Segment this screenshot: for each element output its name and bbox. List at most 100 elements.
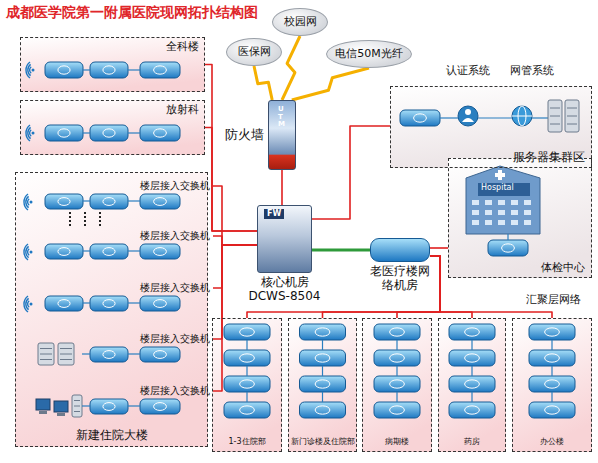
- lan-wire: [246, 340, 247, 350]
- switch-icon: [300, 402, 346, 418]
- node-label: 1-3住院部: [213, 437, 281, 447]
- zone-fill: [448, 158, 592, 278]
- switch-icon: [45, 125, 83, 141]
- text-label: 汇聚层网络: [526, 293, 581, 306]
- node-label: 体检中心: [541, 261, 585, 274]
- building-window: [498, 220, 505, 225]
- zone-fill: [20, 37, 205, 92]
- switch-icon: [90, 296, 128, 311]
- server-icon: [548, 100, 562, 132]
- building-window: [472, 210, 479, 215]
- server-slot: [567, 108, 577, 109]
- switch-mark: [103, 403, 115, 411]
- switch-icon: [374, 324, 420, 340]
- server-slot: [60, 359, 72, 360]
- wan-link: [254, 66, 272, 100]
- network-cloud: 电信50M光纤: [326, 40, 412, 68]
- wifi-symbol: [28, 301, 30, 307]
- node-label: 全科楼: [166, 40, 199, 53]
- switch-mark: [154, 129, 167, 137]
- lan-wire: [440, 117, 458, 118]
- switch-icon: [224, 402, 270, 418]
- node-label: 新建住院大楼: [16, 428, 207, 442]
- server-slot: [74, 406, 80, 407]
- lan-wire: [551, 366, 552, 376]
- wifi-symbol: [32, 69, 35, 72]
- lan-wire: [478, 117, 512, 118]
- lan-wire: [82, 353, 90, 354]
- lan-wire: [396, 340, 397, 350]
- switch-icon: [140, 125, 180, 141]
- server-icon: [565, 100, 579, 132]
- network-link: [430, 247, 448, 249]
- switch-mark: [240, 328, 255, 336]
- switch-icon: [90, 194, 128, 209]
- zone-box: 放射科: [20, 100, 205, 155]
- dotted-marker: [84, 212, 86, 226]
- text-label: Hospital: [481, 183, 514, 193]
- node-label: 服务器集群区: [513, 150, 585, 164]
- switch-icon: [140, 399, 180, 414]
- wifi-symbol: [30, 130, 32, 136]
- switch-icon: [449, 350, 495, 366]
- node-label: 电信50M光纤: [335, 47, 403, 60]
- network-link: [205, 65, 257, 232]
- switch-mark: [154, 248, 167, 256]
- building-window: [485, 220, 492, 225]
- server-slot: [550, 116, 560, 117]
- zone-fill: [288, 318, 357, 452]
- wifi-symbol: [26, 196, 29, 207]
- lan-wire: [551, 340, 552, 350]
- switch-icon: [90, 399, 128, 414]
- switch-icon: [140, 296, 180, 311]
- switch-mark: [154, 351, 167, 359]
- zone-fill: [15, 172, 208, 447]
- switch-mark: [545, 406, 560, 414]
- lan-wire: [396, 366, 397, 376]
- building-window: [524, 210, 531, 215]
- switch-mark: [240, 406, 255, 414]
- switch-icon: [529, 324, 575, 340]
- switch-label-box: 楼层接入交换机: [137, 229, 213, 243]
- building-window: [524, 220, 531, 225]
- lan-wire: [532, 117, 548, 118]
- server-icon: [38, 343, 54, 365]
- switch-icon: [529, 376, 575, 392]
- switch-icon: [374, 350, 420, 366]
- zone-box: 新门诊楼及住院部: [288, 318, 357, 452]
- switch-mark: [315, 406, 330, 414]
- network-link: [312, 126, 390, 219]
- lan-wire: [82, 405, 90, 406]
- network-link: [281, 170, 283, 205]
- network-link: [213, 186, 257, 245]
- switch-mark: [545, 380, 560, 388]
- node-label: 楼层接入交换机: [140, 230, 210, 241]
- lan-wire: [128, 132, 140, 133]
- wifi-symbol: [26, 246, 29, 257]
- lan-wire: [322, 340, 323, 350]
- switch-mark: [390, 354, 405, 362]
- wifi-symbol: [30, 303, 33, 306]
- switch-mark: [103, 351, 115, 359]
- building-window: [511, 210, 518, 215]
- switch-icon: [90, 125, 128, 141]
- switch-icon: [449, 324, 495, 340]
- node-label: 核心机房 DCWS-8504: [239, 275, 331, 304]
- switch-mark: [58, 248, 70, 256]
- zone-box: 新建住院大楼楼层接入交换机楼层接入交换机楼层接入交换机楼层接入交换机楼层接入交换…: [15, 172, 208, 447]
- wifi-symbol: [28, 249, 30, 255]
- switch-icon: [224, 324, 270, 340]
- zone-box: 1-3住院部: [212, 318, 282, 452]
- switch-icon: [449, 376, 495, 392]
- server-slot: [60, 348, 72, 349]
- building-window: [498, 210, 505, 215]
- lan-wire: [471, 392, 472, 402]
- switch-mark: [103, 198, 115, 206]
- device-box: 老医疗楼网络机房: [370, 238, 430, 262]
- switch-mark: [390, 328, 405, 336]
- switch-mark: [58, 129, 70, 137]
- lan-wire: [507, 234, 508, 240]
- node-label: 新门诊楼及住院部: [289, 437, 356, 447]
- switch-mark: [465, 354, 480, 362]
